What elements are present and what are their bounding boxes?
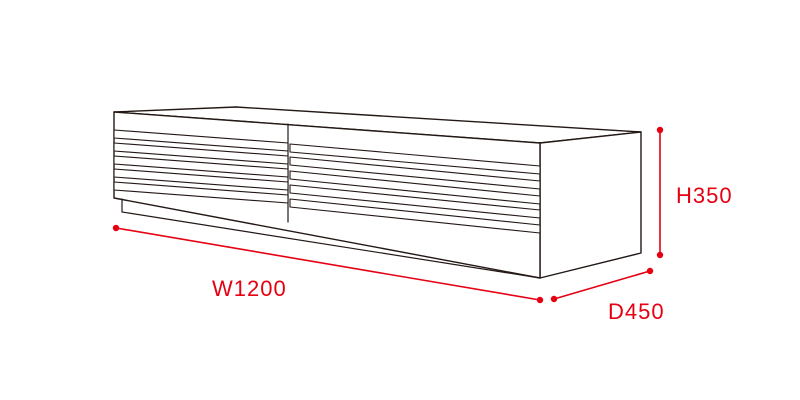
depth-label: D450 <box>608 299 665 324</box>
right-drawer-slat <box>289 143 541 175</box>
right-drawer-slat <box>289 184 541 219</box>
right-drawer-slat <box>289 170 541 205</box>
left-drawer-slat <box>113 142 289 165</box>
depth-dimension-line <box>553 270 651 300</box>
width-dimension-start <box>112 224 120 232</box>
left-drawer-slat <box>113 181 289 204</box>
depth-dimension-start <box>550 295 558 303</box>
width-dimension-end <box>536 296 544 304</box>
cabinet-side-face <box>539 131 642 279</box>
right-drawer-slat <box>289 198 541 234</box>
cabinet <box>113 106 642 279</box>
width-dimension: W1200 <box>112 224 544 304</box>
cabinet-plinth <box>121 198 541 279</box>
left-drawer <box>113 129 289 204</box>
height-dimension: H350 <box>656 126 733 259</box>
width-label: W1200 <box>212 276 287 301</box>
width-dimension-line <box>115 227 541 301</box>
right-drawer-slat <box>289 156 541 190</box>
height-label: H350 <box>676 183 733 208</box>
left-drawer-slat <box>113 168 289 191</box>
left-drawer-slat <box>113 129 289 152</box>
height-dimension-end <box>656 251 664 259</box>
depth-dimension: D450 <box>550 267 665 324</box>
left-drawer-slat <box>113 155 289 178</box>
right-drawer <box>289 143 541 234</box>
height-dimension-start <box>656 126 664 134</box>
depth-dimension-end <box>646 267 654 275</box>
